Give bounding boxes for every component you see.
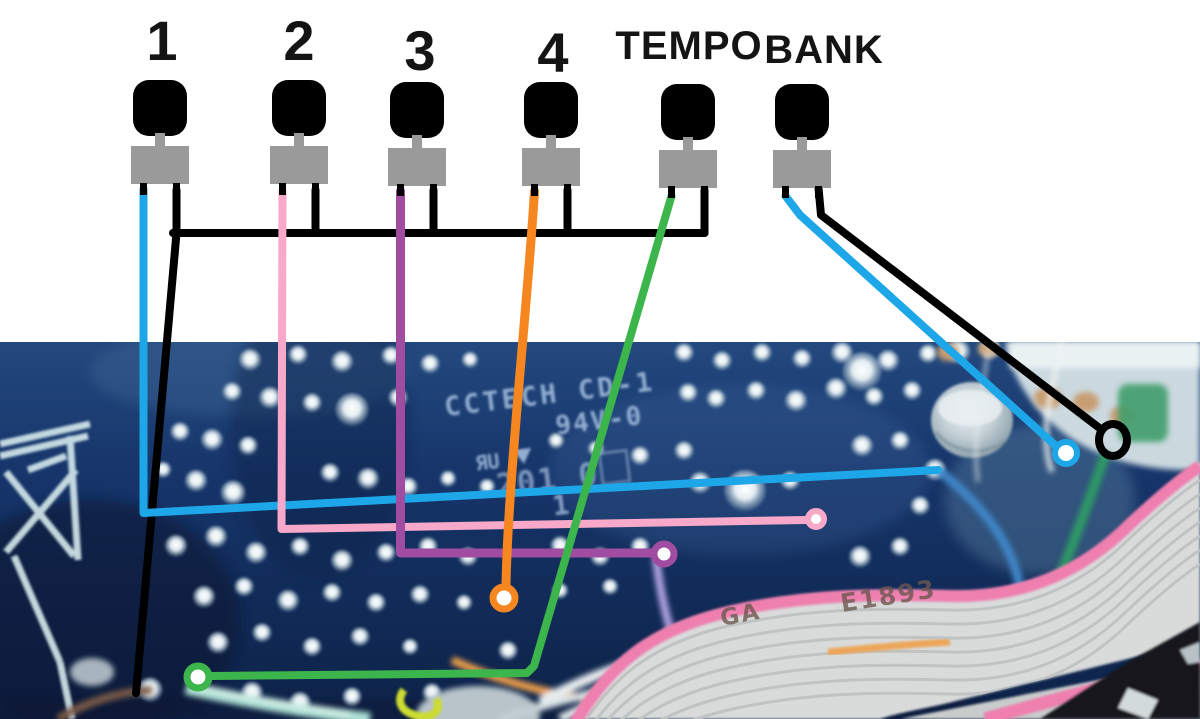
button-1 (131, 80, 189, 195)
solder-joint (678, 383, 698, 403)
silkscreen-num: 1 (550, 488, 571, 523)
silkscreen-ul-mark: ЯU (474, 449, 501, 476)
solder-joint (330, 549, 354, 573)
capacitor (931, 382, 1013, 458)
solder-joint (830, 342, 854, 365)
solder-joint (752, 343, 772, 363)
solder-joint (824, 377, 848, 401)
solder-joint (258, 386, 282, 410)
solder-joint (164, 534, 188, 558)
button-tempo (659, 84, 717, 198)
solder-joint (288, 345, 308, 365)
solder-joint (170, 422, 190, 442)
solder-joint (252, 623, 272, 643)
button-3 (388, 82, 446, 196)
solder-joint (234, 577, 254, 597)
solder-joint (204, 525, 228, 549)
solder-joint (335, 393, 369, 427)
solder-joint (401, 638, 419, 656)
solder-joint (792, 349, 812, 369)
solder-joint (547, 432, 565, 450)
solder-joint (910, 496, 930, 516)
solder-joint (192, 585, 216, 609)
solder-joint (439, 470, 457, 488)
solder-joint (330, 350, 354, 374)
solder-joint (302, 393, 322, 413)
solder-joint (420, 354, 440, 374)
label-bank: BANK (764, 28, 884, 72)
green-component (1118, 384, 1168, 442)
button-bank (773, 84, 831, 198)
solder-joint (342, 687, 362, 707)
button2-pink-wire (277, 187, 827, 533)
button-4 (522, 82, 580, 196)
solder-joint (455, 594, 473, 612)
solder-joint (366, 593, 386, 613)
label-button-2: 2 (283, 9, 315, 72)
label-button-4: 4 (537, 21, 569, 84)
solder-joint (244, 541, 268, 565)
solder-joint (350, 627, 370, 647)
solder-joint (706, 389, 726, 409)
solder-joint (322, 583, 342, 603)
solder-joint (674, 343, 694, 363)
label-button-3: 3 (404, 19, 436, 82)
label-tempo: TEMPO (615, 24, 763, 68)
button1-blue-wire (139, 185, 942, 517)
solder-joint (850, 434, 874, 458)
solder-joint (876, 349, 900, 373)
solder-joint (461, 351, 479, 369)
solder-joint (302, 637, 322, 657)
solder-joint (601, 578, 619, 596)
solder-joint (842, 352, 882, 392)
solder-joint (848, 545, 872, 569)
solder-joint (220, 480, 246, 506)
solder-joint (184, 469, 208, 493)
pcb-photo: CCTECH CD-1 94V-0 ЯU 201 0 1 (0, 342, 1200, 719)
solder-joint (630, 446, 650, 466)
solder-joint (498, 641, 518, 661)
solder-joint (864, 387, 884, 407)
solder-joint (238, 436, 258, 456)
solder-joint (784, 389, 808, 413)
solder-joint (238, 348, 262, 372)
solder-joint (918, 344, 938, 364)
yellow-wire (396, 687, 442, 719)
solder-joint (381, 346, 401, 366)
solder-joint (890, 537, 910, 557)
button-2 (270, 80, 328, 195)
solder-joint (356, 467, 380, 491)
solder-joint (674, 441, 694, 461)
bank-blue-wire (781, 192, 1080, 467)
button4-orange-wire (489, 186, 539, 613)
solder-joint (290, 537, 310, 557)
solder-joint (200, 428, 224, 452)
solder-joint (276, 589, 300, 613)
solder-joint (890, 431, 910, 451)
common-bus-wire (132, 186, 709, 697)
buttons (131, 80, 831, 198)
solder-joint (376, 543, 396, 563)
silver-mound (416, 686, 540, 719)
solder-joint (320, 463, 340, 483)
solder-joint (222, 382, 242, 402)
solder-joint (746, 381, 766, 401)
solder-joint (712, 351, 732, 371)
solder-joint (410, 585, 430, 605)
tempo-green-wire (183, 192, 676, 692)
metal-bracket (0, 420, 91, 719)
dark-component (1040, 622, 1200, 719)
label-button-1: 1 (146, 9, 178, 72)
solder-joint (902, 381, 922, 401)
solder-joint (206, 631, 230, 655)
